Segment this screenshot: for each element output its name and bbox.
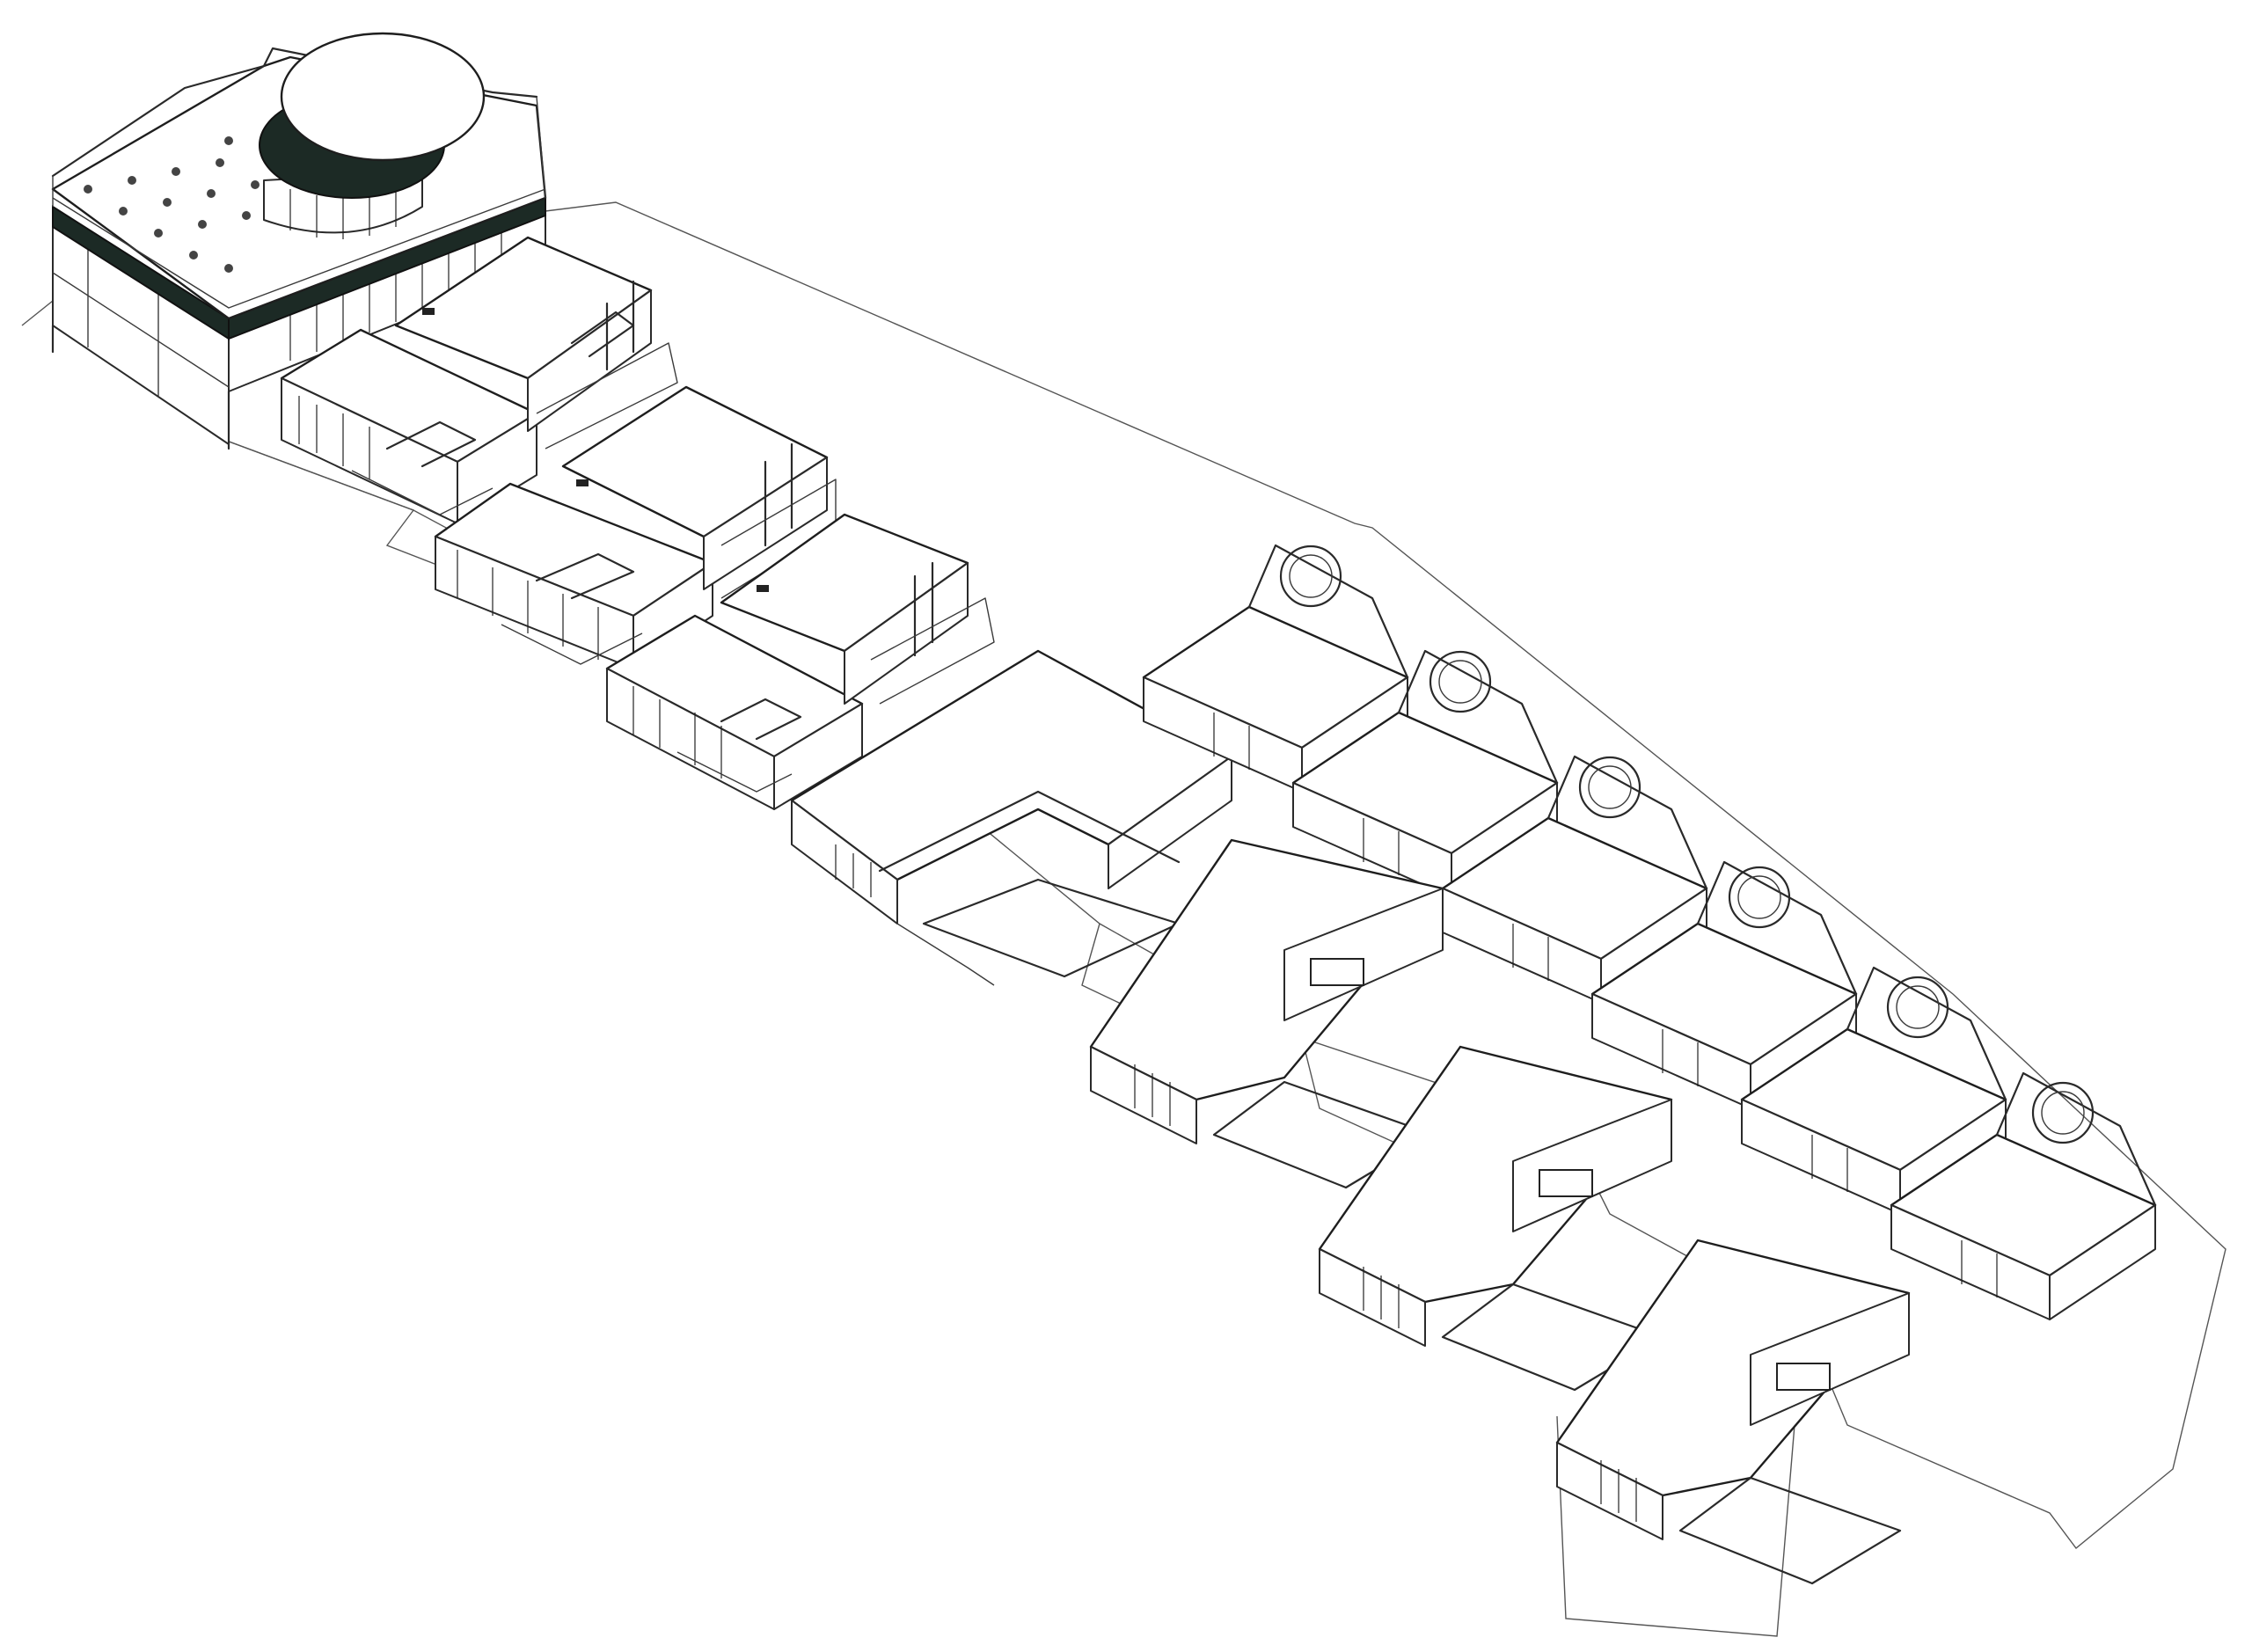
circular-skylights bbox=[1279, 545, 2095, 1144]
villa bbox=[561, 385, 837, 599]
villa-row-lower bbox=[1089, 838, 1911, 1585]
roof-light-fixtures bbox=[84, 136, 260, 273]
villa bbox=[1890, 1071, 2157, 1320]
villa bbox=[1318, 1045, 1673, 1392]
villa bbox=[720, 513, 995, 705]
villa bbox=[1291, 649, 1559, 898]
villa bbox=[1089, 838, 1444, 1189]
roof-railing bbox=[52, 96, 546, 309]
villa-row-right bbox=[1142, 544, 2157, 1320]
villa bbox=[1555, 1239, 1911, 1585]
villa bbox=[280, 328, 538, 524]
villa bbox=[790, 649, 1233, 986]
villa bbox=[605, 614, 864, 810]
villa-row-upper bbox=[280, 236, 1233, 986]
main-building bbox=[51, 32, 547, 450]
villa bbox=[394, 236, 678, 450]
villa bbox=[1441, 755, 1708, 1004]
rooftop-rotunda bbox=[259, 32, 486, 239]
